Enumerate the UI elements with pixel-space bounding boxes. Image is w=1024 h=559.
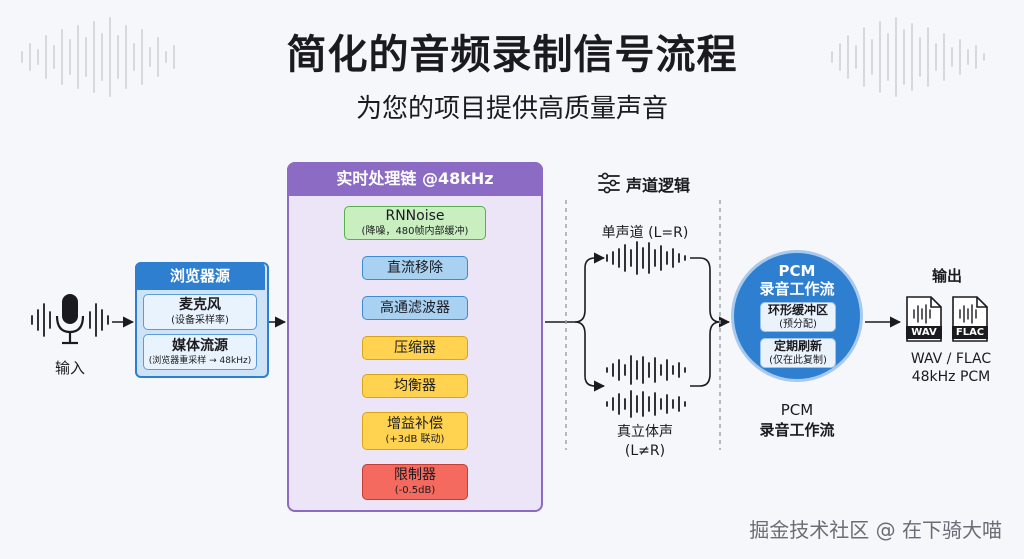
mono-label: 单声道 (L=R) xyxy=(601,225,689,241)
chain-step-rnnoise-note: (降噪，480帧内部缓冲) xyxy=(361,225,469,237)
microphone-icon xyxy=(31,294,109,345)
chain-step-compressor: 压缩器 xyxy=(362,336,468,360)
ring-buffer-label: 环形缓冲区 xyxy=(767,303,828,318)
chain-step-dc-removal: 直流移除 xyxy=(362,256,468,280)
channel-logic-title: 声道逻辑 xyxy=(626,176,691,195)
chain-step-rnnoise-label: RNNoise xyxy=(385,208,445,225)
media-stream-source-note: (浏览器重采样 → 48kHz) xyxy=(148,355,252,366)
ring-buffer-note: (预分配) xyxy=(779,318,817,330)
mono-waveform-icon xyxy=(606,241,686,275)
flac-badge: FLAC xyxy=(955,327,985,338)
chain-step-limiter: 限制器 (-0.5dB) xyxy=(362,464,468,500)
pcm-title-line1: PCM xyxy=(778,262,816,280)
page-title: 简化的音频录制信号流程 xyxy=(286,32,738,78)
wav-badge: WAV xyxy=(911,327,937,338)
chain-step-makeup-gain: 增益补偿 (+3dB 联动) xyxy=(362,412,468,450)
chain-step-compressor-label: 压缩器 xyxy=(394,339,436,356)
media-stream-source: 媒体流源 (浏览器重采样 → 48kHz) xyxy=(143,334,257,370)
input-label: 输入 xyxy=(54,359,85,377)
output-title: 输出 xyxy=(931,267,962,285)
microphone-source-label: 麦克风 xyxy=(179,297,221,314)
chain-step-highpass: 高通滤波器 xyxy=(362,296,468,320)
stereo-label: 真立体声 (L≠R) xyxy=(582,423,708,461)
pcm-workflow-title: PCM 录音工作流 xyxy=(731,262,863,298)
chain-step-limiter-label: 限制器 xyxy=(394,467,436,484)
stereo-label-line2: (L≠R) xyxy=(624,443,666,459)
chain-step-rnnoise: RNNoise (降噪，480帧内部缓冲) xyxy=(344,206,486,240)
chain-step-equalizer-label: 均衡器 xyxy=(394,377,436,394)
flac-file-icon xyxy=(952,296,988,342)
sliders-icon xyxy=(598,172,620,194)
stereo-waveform-icon xyxy=(606,355,686,418)
pcm-caption-line1: PCM xyxy=(780,401,814,419)
processing-chain-title: 实时处理链 @48kHz xyxy=(287,162,543,196)
output-format-line1: WAV / FLAC xyxy=(910,351,992,367)
microphone-source: 麦克风 (设备采样率) xyxy=(143,294,257,330)
chain-step-equalizer: 均衡器 xyxy=(362,374,468,398)
media-stream-source-label: 媒体流源 xyxy=(172,337,228,354)
microphone-source-note: (设备采样率) xyxy=(171,314,229,326)
browser-source-title: 浏览器源 xyxy=(135,262,265,290)
stereo-label-line1: 真立体声 xyxy=(617,424,673,440)
watermark: 掘金技术社区 @ 在下骑大喵 xyxy=(749,518,1002,542)
chain-step-makeup-gain-label: 增益补偿 xyxy=(387,416,443,433)
chain-step-dc-removal-label: 直流移除 xyxy=(387,259,443,276)
periodic-flush-label: 定期刷新 xyxy=(773,339,822,354)
output-format: WAV / FLAC 48kHz PCM xyxy=(896,350,1006,386)
pcm-caption-line2: 录音工作流 xyxy=(759,421,835,439)
output-format-line2: 48kHz PCM xyxy=(911,369,991,385)
page-subtitle: 为您的项目提供高质量声音 xyxy=(355,94,668,124)
chain-step-limiter-note: (-0.5dB) xyxy=(394,484,436,496)
chain-step-highpass-label: 高通滤波器 xyxy=(380,299,450,316)
pcm-caption: PCM 录音工作流 xyxy=(731,400,863,440)
ring-buffer: 环形缓冲区 (预分配) xyxy=(760,302,836,332)
periodic-flush-note: (仅在此复制) xyxy=(769,354,827,366)
pcm-title-line2: 录音工作流 xyxy=(759,280,835,298)
periodic-flush: 定期刷新 (仅在此复制) xyxy=(760,338,836,368)
chain-step-makeup-gain-note: (+3dB 联动) xyxy=(385,433,445,445)
wav-file-icon xyxy=(906,296,942,342)
